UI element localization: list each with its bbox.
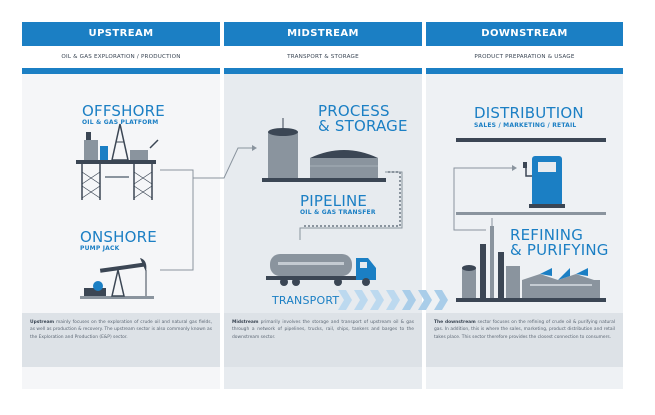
pump-jack-icon — [80, 258, 154, 299]
midstream-subtitle: TRANSPORT & STORAGE — [224, 46, 422, 68]
process-title-line2: & STORAGE — [318, 117, 408, 135]
upstream-subtitle: OIL & GAS EXPLORATION / PRODUCTION — [22, 46, 220, 68]
downstream-header: DOWNSTREAM — [426, 22, 623, 46]
storage-tanks-icon — [262, 118, 386, 182]
upstream-description: Upstream mainly focuses on the explorati… — [22, 313, 220, 367]
refining-title-line2: & PURIFYING — [510, 241, 609, 259]
downstream-subtitle: PRODUCT PREPARATION & USAGE — [426, 46, 623, 68]
distribution-subtitle: SALES / MARKETING / RETAIL — [474, 122, 577, 129]
gas-station-icon — [456, 138, 606, 215]
refining-title-line1: REFINING — [510, 226, 584, 244]
midstream-header: MIDSTREAM — [224, 22, 422, 46]
upstream-description-lead: Upstream — [30, 320, 55, 325]
downstream-description-text: sector focuses on the refining of crude … — [434, 320, 615, 340]
refinery-icon — [456, 218, 606, 302]
midstream-description-lead: Midstream — [232, 320, 259, 325]
pipeline-dashes — [302, 171, 401, 227]
onshore-subtitle: PUMP JACK — [80, 245, 120, 252]
midstream-description: Midstream primarily involves the storage… — [224, 313, 422, 367]
midstream-divider — [224, 68, 422, 74]
distribution-title: DISTRIBUTION — [474, 104, 584, 122]
transport-label: TRANSPORT — [272, 294, 340, 307]
oil-platform-icon — [76, 123, 159, 200]
downstream-description-lead: The downstream — [434, 320, 476, 325]
flow-chevrons-icon — [338, 290, 448, 310]
pipeline-subtitle: OIL & GAS TRANSFER — [300, 209, 376, 216]
pipeline-title: PIPELINE — [300, 192, 368, 210]
offshore-subtitle: OIL & GAS PLATFORM — [82, 119, 159, 126]
upstream-header: UPSTREAM — [22, 22, 220, 46]
upstream-description-text: mainly focuses on the exploration of cru… — [30, 320, 212, 340]
process-title-line1: PROCESS — [318, 102, 390, 120]
downstream-divider — [426, 68, 623, 74]
onshore-title: ONSHORE — [80, 228, 157, 246]
tanker-truck-icon — [266, 254, 376, 286]
upstream-divider — [22, 68, 220, 74]
offshore-title: OFFSHORE — [82, 102, 165, 120]
midstream-description-text: primarily involves the storage and trans… — [232, 320, 414, 340]
downstream-description: The downstream sector focuses on the ref… — [426, 313, 623, 367]
